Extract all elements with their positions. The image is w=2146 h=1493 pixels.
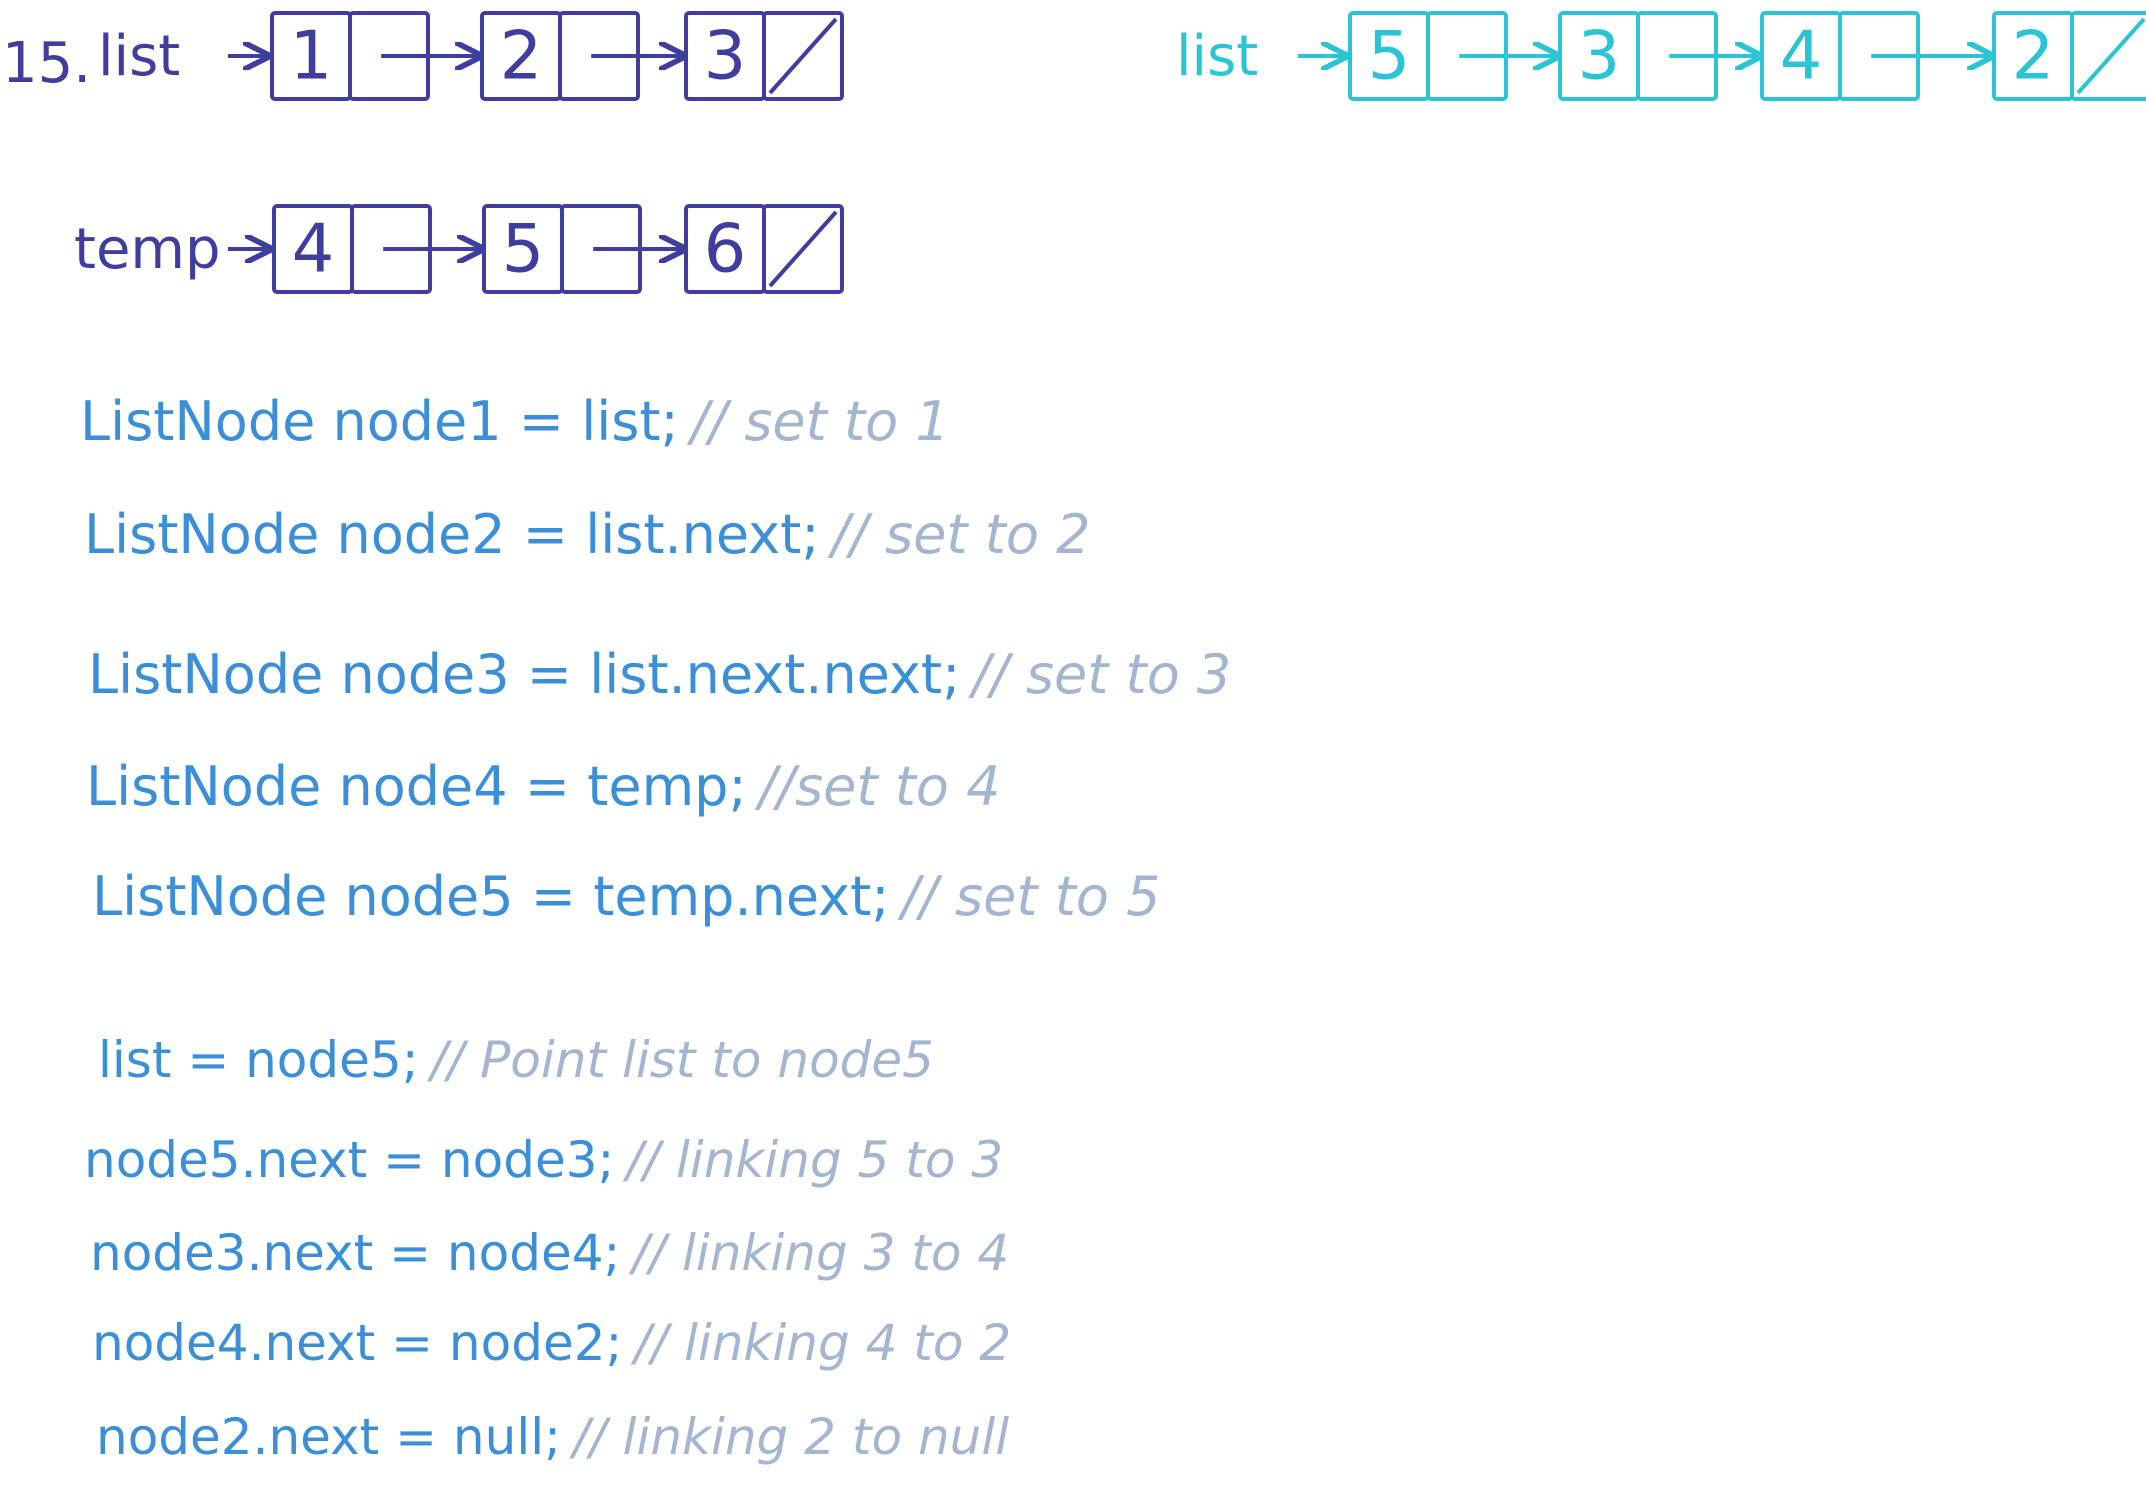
code-comment: // linking 3 to 4 [632,1224,1010,1282]
null-slash-icon [768,210,838,288]
original-list: list 1 2 3 [98,11,844,101]
code-line-decl-3: ListNode node3 = list.next.next;// set t… [88,648,1231,702]
code-statement: node4.next = node2; [92,1314,623,1372]
code-statement: ListNode node1 = list; [80,390,679,453]
node-next-box [762,11,844,101]
code-line-link-2: node5.next = node3;// linking 5 to 3 [84,1135,1003,1185]
code-comment: // linking 4 to 2 [634,1314,1012,1372]
node-value: 2 [2012,16,2055,94]
node-value: 6 [704,209,747,287]
null-slash-icon [768,17,838,95]
code-line-link-1: list = node5;// Point list to node5 [98,1035,934,1085]
list-node: 5 [482,204,684,294]
list-node: 3 [1558,11,1760,101]
code-comment: // Point list to node5 [430,1031,934,1089]
code-statement: ListNode node2 = list.next; [84,503,820,566]
list-node: 5 [1348,11,1558,101]
list-node: 2 [480,11,684,101]
code-comment: // set to 1 [690,390,950,453]
code-line-decl-5: ListNode node5 = temp.next;// set to 5 [92,870,1160,924]
code-statement: ListNode node5 = temp.next; [92,865,890,928]
null-slash-icon [2076,17,2146,95]
code-statement: ListNode node4 = temp; [86,755,747,818]
code-comment: // set to 3 [972,643,1232,706]
code-comment: //set to 4 [758,755,1001,818]
code-line-decl-4: ListNode node4 = temp;//set to 4 [86,760,1000,814]
code-line-decl-1: ListNode node1 = list;// set to 1 [80,395,950,449]
node-next-box [762,204,844,294]
code-comment: // set to 2 [831,503,1091,566]
node-value: 2 [500,16,543,94]
node-value: 4 [1780,16,1823,94]
list-node: 4 [1760,11,1992,101]
list-node: 4 [272,204,482,294]
code-line-link-5: node2.next = null;// linking 2 to null [96,1412,1009,1462]
code-comment: // set to 5 [901,865,1161,928]
node-value: 3 [704,16,747,94]
code-comment: // linking 5 to 3 [626,1131,1004,1189]
temp-list: temp 4 5 6 [74,204,844,294]
code-comment: // linking 2 to null [572,1408,1010,1466]
list-pointer-label: list [98,24,180,89]
code-statement: node3.next = node4; [90,1224,621,1282]
list-node: 3 [684,11,844,101]
code-statement: list = node5; [98,1031,419,1089]
code-statement: node5.next = node3; [84,1131,615,1189]
problem-number: 15. [2,31,91,96]
code-statement: node2.next = null; [96,1408,561,1466]
node-value: 3 [1578,16,1621,94]
list-pointer-label: temp [74,217,221,282]
list-node: 2 [1992,11,2146,101]
code-line-decl-2: ListNode node2 = list.next;// set to 2 [84,508,1090,562]
node-value: 5 [1368,16,1411,94]
code-line-link-3: node3.next = node4;// linking 3 to 4 [90,1228,1009,1278]
list-pointer-label: list [1176,24,1258,89]
list-node: 1 [270,11,480,101]
list-node: 6 [684,204,844,294]
node-value: 4 [292,209,335,287]
code-line-link-4: node4.next = node2;// linking 4 to 2 [92,1318,1011,1368]
node-value: 5 [502,209,545,287]
code-statement: ListNode node3 = list.next.next; [88,643,961,706]
node-next-box [2070,11,2146,101]
result-list: list 5 3 4 2 [1176,11,2146,101]
node-value: 1 [290,16,333,94]
